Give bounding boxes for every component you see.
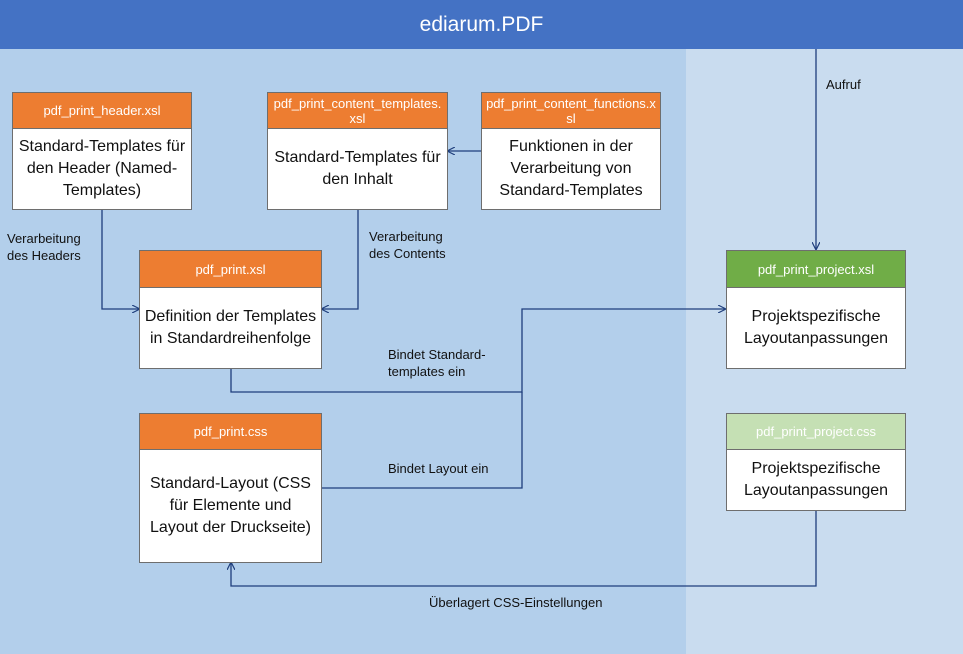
header-xsl-filename: pdf_print_header.xsl [12, 92, 192, 128]
project-css-node: pdf_print_project.css Projektspezifische… [726, 413, 906, 511]
binds-templates-label: Bindet Standard-templates ein [388, 347, 486, 379]
print-xsl-node: pdf_print.xsl Definition der Templates i… [139, 250, 322, 369]
content-functions-filename: pdf_print_content_functions.xsl [481, 92, 661, 128]
print-xsl-description: Definition der Templates in Standardreih… [139, 287, 322, 369]
edge-binds-layout [322, 392, 523, 489]
edge-overrides-css [231, 511, 817, 587]
overrides-css-label: Überlagert CSS-Einstellungen [429, 595, 603, 610]
content-functions-description: Funktionen in der Verarbeitung von Stand… [481, 128, 661, 210]
content-templates-filename: pdf_print_content_templates.xsl [267, 92, 448, 128]
header-processing-label: Verarbeitung des Headers [7, 231, 81, 263]
project-css-filename: pdf_print_project.css [726, 413, 906, 449]
content-functions-node: pdf_print_content_functions.xsl Funktion… [481, 92, 661, 210]
print-css-description: Standard-Layout (CSS für Elemente und La… [139, 449, 322, 563]
header-xsl-description: Standard-Templates für den Header (Named… [12, 128, 192, 210]
diagram-title: ediarum.PDF [0, 0, 963, 49]
edge-header-processing [101, 210, 139, 309]
print-xsl-filename: pdf_print.xsl [139, 250, 322, 287]
content-templates-description: Standard-Templates für den Inhalt [267, 128, 448, 210]
content-templates-node: pdf_print_content_templates.xsl Standard… [267, 92, 448, 210]
edge-content-processing [322, 210, 359, 309]
print-css-filename: pdf_print.css [139, 413, 322, 449]
project-xsl-filename: pdf_print_project.xsl [726, 250, 906, 287]
header-xsl-node: pdf_print_header.xsl Standard-Templates … [12, 92, 192, 210]
project-xsl-description: Projektspezifische Layoutanpassungen [726, 287, 906, 369]
binds-layout-label: Bindet Layout ein [388, 461, 489, 476]
print-css-node: pdf_print.css Standard-Layout (CSS für E… [139, 413, 322, 563]
project-xsl-node: pdf_print_project.xsl Projektspezifische… [726, 250, 906, 369]
project-css-description: Projektspezifische Layoutanpassungen [726, 449, 906, 511]
content-processing-label: Verarbeitung des Contents [369, 229, 446, 261]
aufruf-label: Aufruf [826, 77, 861, 92]
